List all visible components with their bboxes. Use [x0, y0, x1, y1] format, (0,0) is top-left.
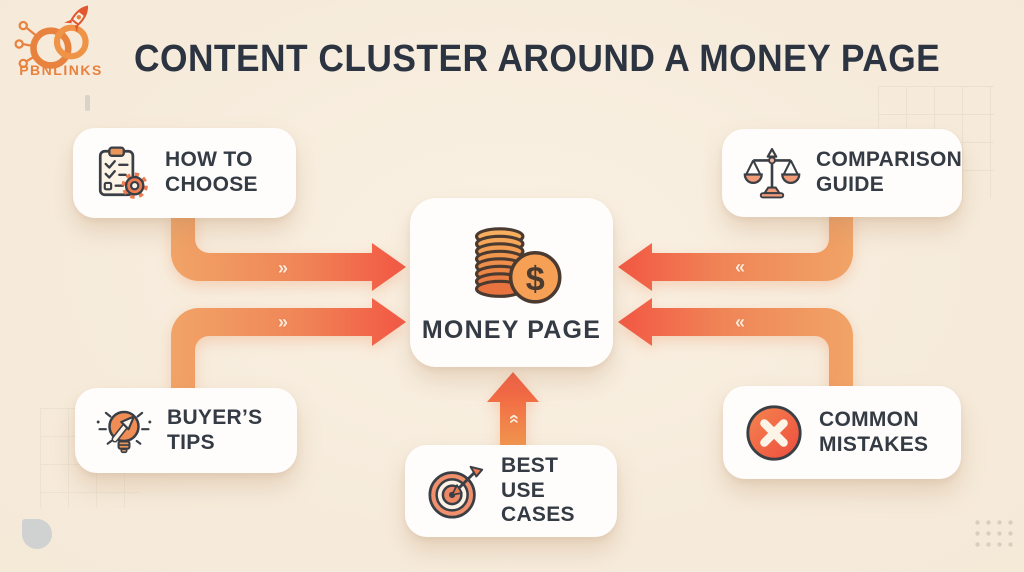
divider-dash [85, 95, 90, 111]
arrow-comparison-guide-to-money-page [618, 210, 853, 291]
chevron-left-icon: « [734, 257, 746, 277]
chevron-right-icon: » [277, 312, 289, 332]
pbnlinks-rings-rocket-icon [14, 5, 89, 69]
svg-text:$: $ [525, 260, 544, 298]
lightbulb-arrow-icon [96, 410, 152, 453]
money-coins-icon: $ [474, 227, 562, 304]
node-label: HOW TO CHOOSE [165, 148, 258, 196]
arrow-common-mistakes-to-money-page [618, 298, 853, 390]
balance-scale-icon [743, 147, 801, 198]
arrow-how-to-choose-to-money-page [171, 210, 406, 291]
node-card-buyers-tips: BUYER’S TIPS [75, 388, 297, 473]
node-card-how-to-choose: HOW TO CHOOSE [73, 128, 296, 218]
page-title: CONTENT CLUSTER AROUND A MONEY PAGE [134, 38, 941, 80]
x-circle-icon [746, 404, 802, 461]
checklist-gear-icon [98, 146, 148, 199]
chevron-right-icon: » [277, 258, 289, 278]
arrow-best-use-cases-to-money-page [487, 372, 539, 447]
node-label: BUYER’S TIPS [167, 405, 263, 454]
chevron-left-icon: « [734, 312, 746, 332]
teardrop-shape [22, 519, 52, 549]
node-label: COMPARISON GUIDE [816, 148, 963, 196]
brand-logo [12, 4, 112, 96]
brand-name: PBNLINKS [19, 62, 103, 78]
dot-grid-pattern [972, 517, 1014, 550]
node-label: COMMON MISTAKES [819, 407, 929, 456]
center-card-money-page: $ MONEY PAGE [410, 198, 613, 367]
arrow-buyers-tips-to-money-page [171, 298, 406, 390]
node-card-comparison-guide: COMPARISON GUIDE [722, 129, 962, 217]
node-card-best-use-cases: BEST USE CASES [405, 445, 617, 537]
chevron-up-icon: » [503, 413, 523, 425]
node-card-common-mistakes: COMMON MISTAKES [723, 386, 961, 479]
target-dart-icon [428, 465, 484, 519]
node-label: BEST USE CASES [501, 453, 575, 527]
center-label: MONEY PAGE [421, 315, 602, 344]
